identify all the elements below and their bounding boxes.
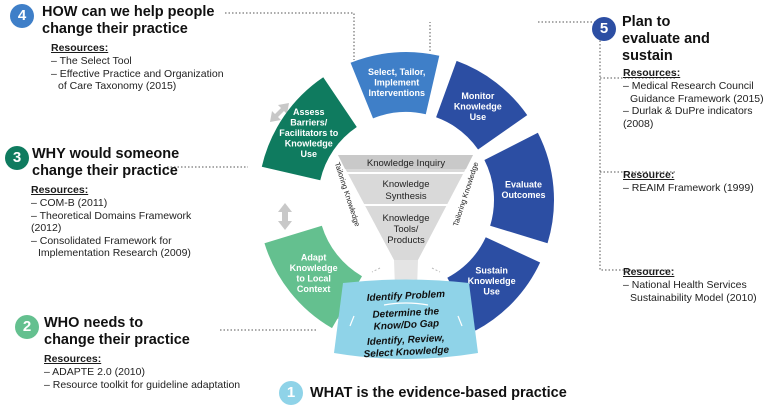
panel-5-item: – National Health Services — [623, 279, 747, 291]
panel-4-item: of Care Taxonomy (2015) — [58, 80, 177, 92]
arrow-left — [278, 203, 292, 230]
panel-5-item: – REAIM Framework (1999) — [623, 182, 754, 194]
step-badge-2: 2 — [15, 315, 39, 339]
panel-5-group-2: Resource: – REAIM Framework (1999) — [623, 165, 773, 195]
panel-5-resource-label: Resource: — [623, 266, 675, 278]
segment-evaluate — [484, 132, 554, 244]
panel-5-group-3: Resource: – National Health Services Sus… — [623, 262, 773, 304]
step-badge-5: 5 — [592, 17, 616, 41]
panel-5-group-1: Resources: – Medical Research Council Gu… — [623, 63, 773, 130]
segment-select-tailor — [350, 52, 440, 119]
panel-2-item: – Resource toolkit for guideline adaptat… — [44, 378, 241, 391]
panel-5-resource-label: Resource: — [623, 169, 675, 181]
panel-5-item: Sustainability Model (2010) — [630, 291, 757, 304]
panel-1-title: WHAT is the evidence-based practice — [310, 385, 567, 401]
connector-lines — [167, 12, 675, 331]
panel-2-item: – ADAPTE 2.0 (2010) — [44, 366, 145, 378]
panel-5-item: Guidance Framework (2015) — [630, 92, 764, 105]
identify-problem-label: Identify Problem — [366, 289, 445, 304]
segment-assess — [261, 77, 357, 181]
panel-4-title: HOW can we help people change their prac… — [42, 4, 215, 37]
panel-3-item: – Theoretical Domains Framework (2012) — [31, 209, 192, 235]
funnel-knowledge-inquiry: Knowledge Inquiry — [367, 158, 445, 169]
panel-3-title: WHY would someone change their practice — [32, 146, 180, 179]
panel-2: 2 WHO needs to change their practice Res… — [15, 315, 255, 391]
panel-3: 3 WHY would someone change their practic… — [5, 146, 220, 260]
arrow-top-left — [270, 103, 289, 122]
panel-4-item: – The Select Tool — [51, 55, 132, 67]
panel-5-item: – Durlak & DuPre indicators (2008) — [623, 105, 753, 130]
panel-5: 5 Plan to evaluate and sustain — [592, 14, 772, 65]
panel-3-item: – Consolidated Framework for — [31, 234, 172, 247]
panel-4: 4 HOW can we help people change their pr… — [10, 4, 225, 93]
step-badge-4: 4 — [10, 4, 34, 28]
funnel-band-1 — [338, 155, 473, 169]
identify-problem-box: Identify Problem Determine theKnow/Do Ga… — [334, 279, 478, 360]
panel-3-item: – COM-B (2011) — [31, 197, 108, 209]
panel-4-resources-label: Resources: — [51, 42, 109, 54]
panel-1: 1 WHAT is the evidence-based practice — [279, 381, 579, 405]
panel-3-resources-label: Resources: — [31, 184, 89, 196]
identify-review-label: Identify, Review,Select Knowledge — [363, 333, 450, 360]
identify-problem-shape — [334, 279, 478, 359]
segment-adapt — [264, 225, 362, 329]
step-badge-3: 3 — [5, 146, 29, 170]
panel-5-item: – Medical Research Council — [623, 80, 754, 92]
panel-5-resources-label: Resources: — [623, 67, 681, 79]
panel-3-item: Implementation Research (2009) — [38, 247, 191, 259]
panel-2-title: WHO needs to change their practice — [44, 315, 190, 348]
segment-monitor — [436, 60, 528, 150]
step-badge-1: 1 — [279, 381, 303, 405]
funnel-body — [338, 155, 473, 260]
determine-gap-label: Determine theKnow/Do Gap — [372, 306, 440, 332]
panel-5-title: Plan to evaluate and sustain — [622, 14, 710, 64]
panel-4-item: – Effective Practice and Organization — [51, 67, 224, 80]
panel-2-resources-label: Resources: — [44, 353, 102, 365]
